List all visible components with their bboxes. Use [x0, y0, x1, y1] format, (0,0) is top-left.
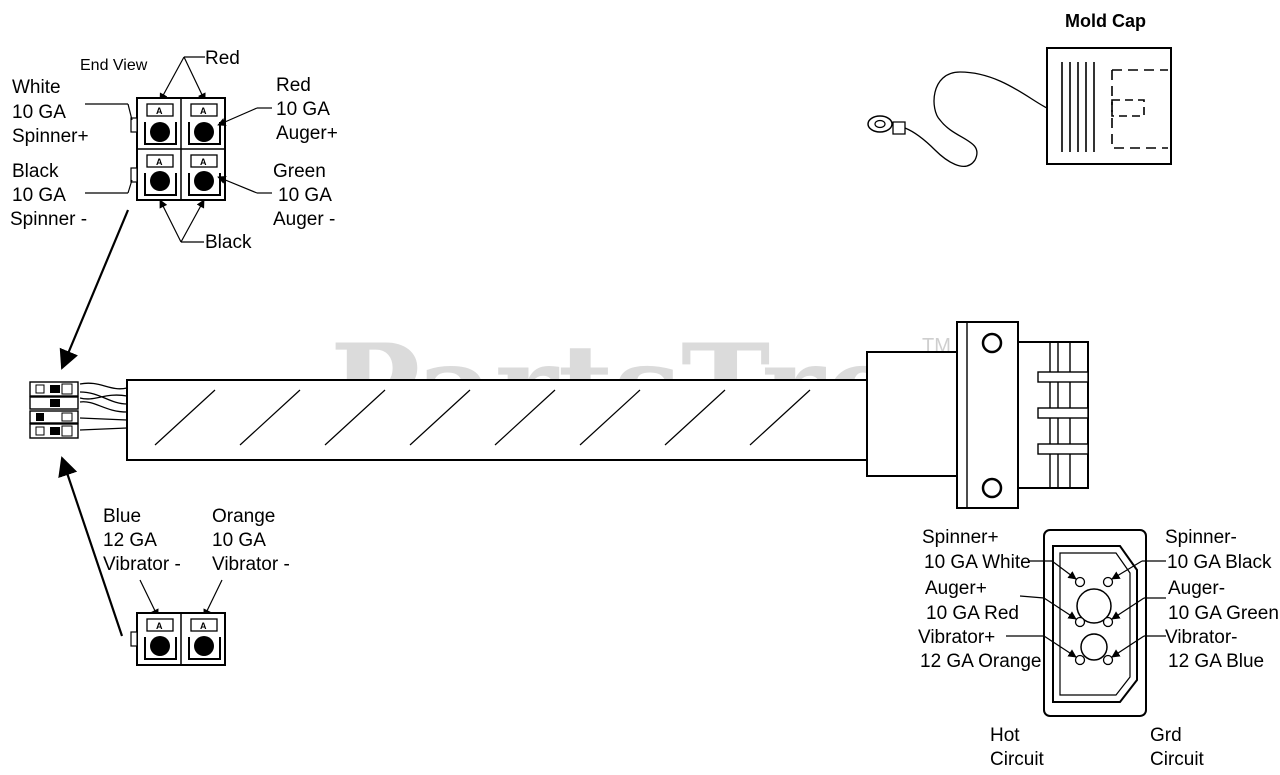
pin-cell-red: A [188, 103, 221, 145]
label-vibrator-plus: Vibrator+ [918, 627, 995, 648]
label-auger-minus: Auger- [1168, 578, 1225, 599]
label-orange-function: Vibrator - [212, 554, 290, 575]
mold-cap-lanyard [904, 71, 1048, 167]
end-view-connector: End View Red A A A A [10, 48, 338, 253]
end-view-pointer-arrow [59, 209, 130, 370]
svg-text:A: A [200, 106, 207, 116]
svg-text:A: A [156, 621, 163, 631]
svg-text:A: A [200, 157, 207, 167]
label-orange-gauge: 10 GA [212, 530, 266, 551]
label-hot-circuit: Circuit [990, 749, 1045, 770]
label-black-gauge: 10 GA [12, 185, 66, 206]
label-auger-minus-wire: 10 GA Green [1168, 603, 1279, 624]
harness-terminals [29, 381, 79, 439]
label-grd: Grd [1150, 725, 1182, 746]
label-blue-gauge: 12 GA [103, 530, 157, 551]
label-spinner-minus-wire: 10 GA Black [1167, 552, 1272, 573]
svg-text:A: A [156, 157, 163, 167]
label-green-function: Auger - [273, 209, 335, 230]
svg-text:A: A [200, 621, 207, 631]
label-vibrator-minus-wire: 12 GA Blue [1168, 651, 1264, 672]
wire-harness [29, 379, 868, 461]
pin-cell-white: A [144, 103, 177, 145]
label-auger-plus-wire: 10 GA Red [926, 603, 1019, 624]
pin-cell-green: A [188, 154, 221, 196]
harness-plug [866, 321, 1089, 509]
label-auger-plus: Auger+ [925, 578, 987, 599]
label-spinner-minus: Spinner- [1165, 527, 1237, 548]
svg-text:A: A [156, 106, 163, 116]
label-vibrator-minus: Vibrator- [1165, 627, 1238, 648]
label-red: Red [276, 75, 311, 96]
label-spinner-plus: Spinner+ [922, 527, 999, 548]
label-spinner-plus-wire: 10 GA White [924, 552, 1031, 573]
label-grd-circuit: Circuit [1150, 749, 1205, 770]
pin-cell-black: A [144, 154, 177, 196]
label-hot: Hot [990, 725, 1020, 746]
pin-cell-orange: A [188, 618, 221, 660]
label-blue-function: Vibrator - [103, 554, 181, 575]
label-blue: Blue [103, 506, 141, 527]
label-white: White [12, 77, 61, 98]
label-white-function: Spinner+ [12, 126, 89, 147]
mold-cap: Mold Cap [867, 11, 1172, 167]
pin-cell-blue: A [144, 618, 177, 660]
end-view-title: End View [80, 57, 148, 74]
label-green: Green [273, 161, 326, 182]
end-view-top-label: Red [205, 48, 240, 69]
vibrator-pointer-arrow [58, 456, 124, 637]
label-red-gauge: 10 GA [276, 99, 330, 120]
label-white-gauge: 10 GA [12, 102, 66, 123]
label-vibrator-plus-wire: 12 GA Orange [920, 651, 1041, 672]
label-green-gauge: 10 GA [278, 185, 332, 206]
label-black: Black [12, 161, 59, 182]
end-view-bottom-label: Black [205, 232, 252, 253]
label-orange: Orange [212, 506, 275, 527]
plug-face: Spinner+ 10 GA White Auger+ 10 GA Red Vi… [918, 527, 1279, 770]
harness-sleeve [126, 379, 868, 461]
vibrator-connector: Blue 12 GA Vibrator - Orange 10 GA Vibra… [103, 506, 290, 666]
mold-cap-body [1046, 47, 1172, 165]
label-red-function: Auger+ [276, 123, 338, 144]
mold-cap-title: Mold Cap [1065, 11, 1146, 31]
label-black-function: Spinner - [10, 209, 87, 230]
